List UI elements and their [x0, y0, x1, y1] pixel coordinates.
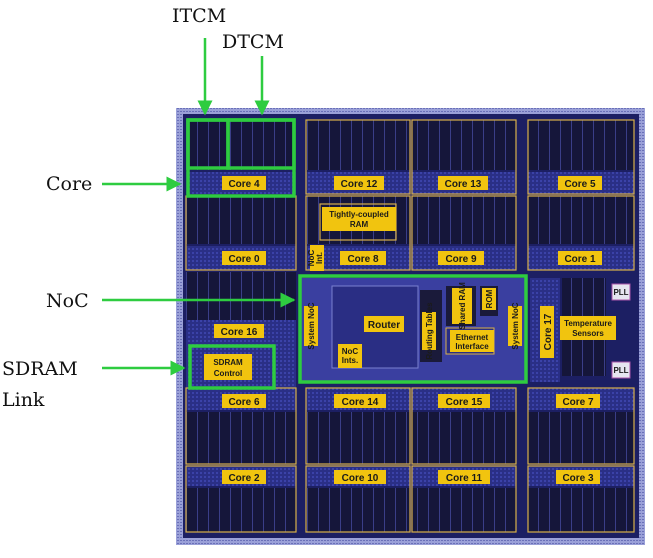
- pll-top-label: PLL: [613, 288, 628, 297]
- noc-int-label-line2: Int.: [315, 252, 324, 264]
- core-13-label: Core 13: [445, 179, 482, 190]
- sdram-label-line1: SDRAM: [2, 358, 78, 380]
- noc-ints-label-line2: Ints.: [342, 356, 358, 365]
- core-16-label: Core 16: [221, 327, 258, 338]
- ethernet-label-line1: Ethernet: [456, 333, 489, 342]
- core-15-label: Core 15: [446, 397, 483, 408]
- core-outlines: [185, 119, 635, 533]
- core-1-label: Core 1: [564, 254, 596, 265]
- itcm-label: ITCM: [172, 5, 226, 27]
- callout-arrows: [102, 38, 296, 376]
- core-12-label: Core 12: [341, 179, 378, 190]
- sdram-ctrl-label-line2: Control: [214, 369, 242, 378]
- core-8-label: Core 8: [347, 254, 379, 265]
- core-11-label: Core 11: [446, 473, 483, 484]
- sdram-highlight: [188, 344, 276, 390]
- shared-ram-label: Shared RAM: [458, 282, 467, 330]
- core-7-label: Core 7: [562, 397, 594, 408]
- sdram-ctrl-label-line1: SDRAM: [213, 358, 243, 367]
- label-boxes: [204, 176, 616, 484]
- noc-highlight: [298, 274, 528, 384]
- core-label: Core: [46, 173, 92, 195]
- core-5-label: Core 5: [564, 179, 596, 190]
- core-17-label: Core 17: [543, 313, 554, 350]
- core-10-label: Core 10: [342, 473, 379, 484]
- core-0-label: Core 0: [228, 254, 260, 265]
- noc-label: NoC: [46, 290, 89, 312]
- rom-label: ROM: [485, 289, 494, 308]
- core-3-label: Core 3: [562, 473, 594, 484]
- noc-ints-label-line1: NoC: [342, 347, 359, 356]
- core-2-label: Core 2: [228, 473, 260, 484]
- system-noc-right-label: System NoC: [511, 302, 520, 349]
- tcram-label-line2: RAM: [350, 220, 369, 229]
- temp-sensors-label-line2: Sensors: [572, 329, 604, 338]
- system-noc-left-label: System NoC: [307, 302, 316, 349]
- dtcm-label: DTCM: [222, 31, 284, 53]
- core-highlight: [186, 118, 296, 198]
- router-label: Router: [368, 320, 400, 331]
- ethernet-label-line2: Interface: [455, 342, 489, 351]
- routing-tables-label: Routing Tables: [425, 302, 434, 360]
- core-14-label: Core 14: [342, 397, 379, 408]
- highlight-boxes: [186, 118, 528, 390]
- memory-arrays: [186, 120, 634, 532]
- sdram-label-line2: Link: [2, 389, 45, 411]
- pll-bottom-label: PLL: [613, 366, 628, 375]
- core-9-label: Core 9: [445, 254, 477, 265]
- core-6-label: Core 6: [228, 397, 260, 408]
- noc-int-label-line1: NoC: [307, 250, 316, 267]
- core-labels: Core 4 Core 12 Core 13 Core 5 Core 0 Cor…: [221, 179, 596, 484]
- block-labels: Tightly-coupled RAM NoC Ints. Ethernet I…: [213, 210, 628, 378]
- core-4-label: Core 4: [228, 179, 260, 190]
- tcram-label-line1: Tightly-coupled: [329, 210, 389, 219]
- temp-sensors-label-line1: Temperature: [564, 319, 612, 328]
